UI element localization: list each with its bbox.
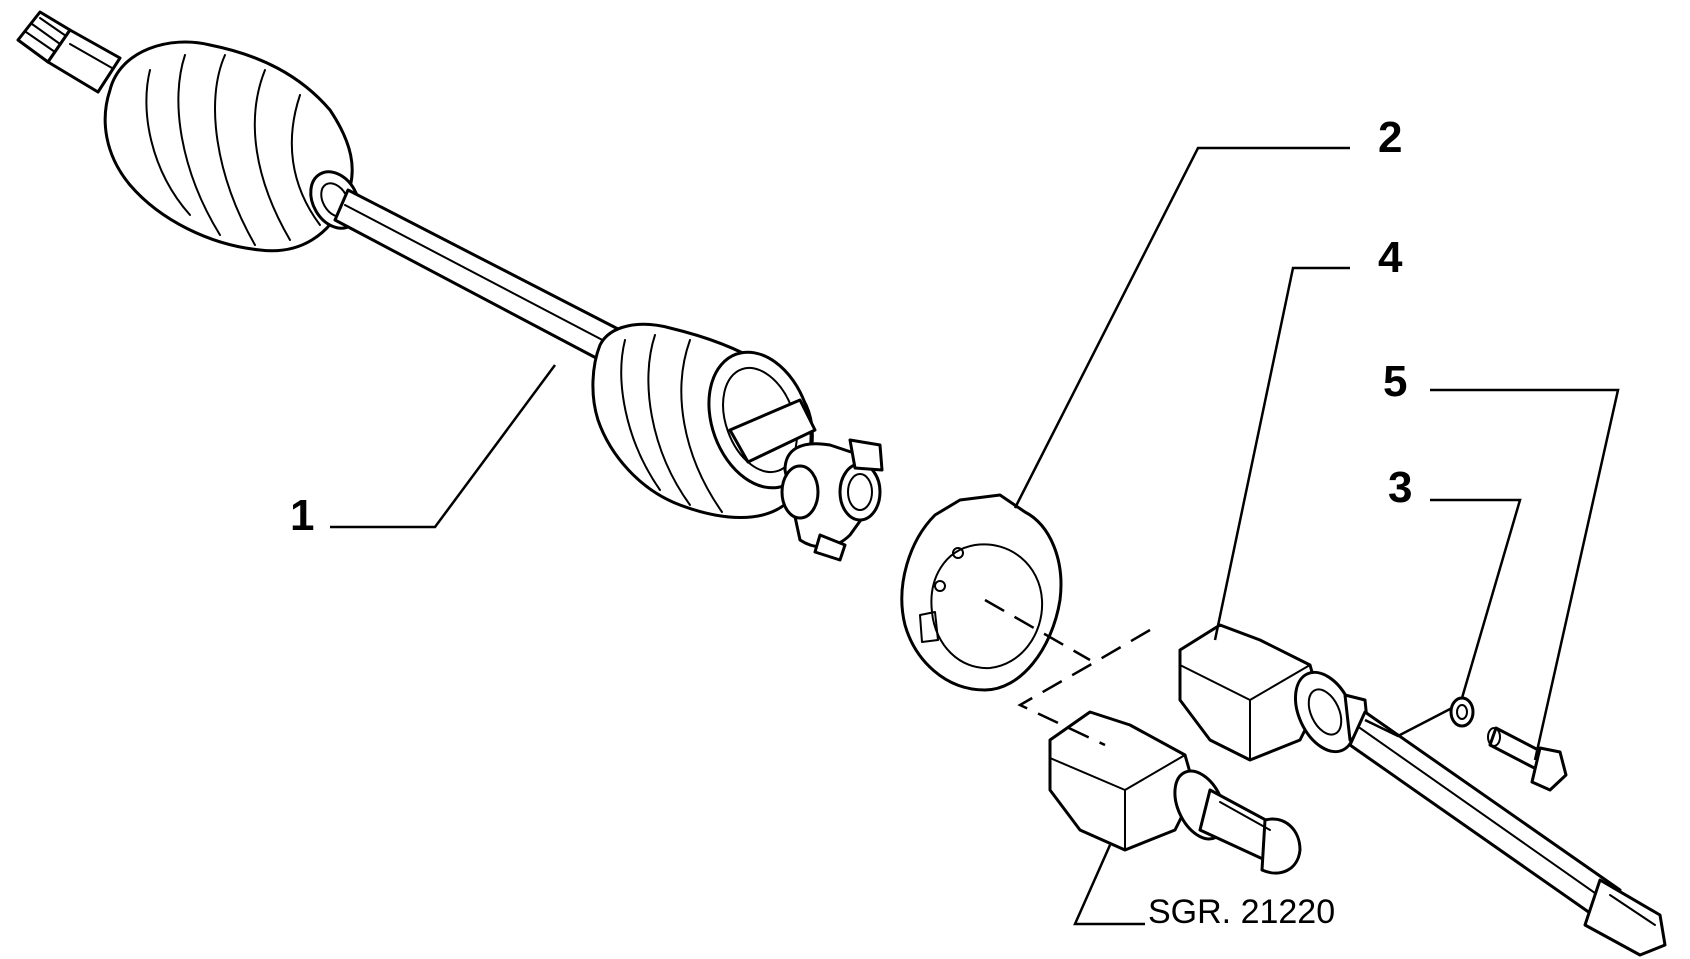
reference-label: SGR. 21220 <box>1148 893 1336 931</box>
callout-4: 4 <box>1378 233 1403 282</box>
callout-1: 1 <box>290 491 315 540</box>
callout-5: 5 <box>1383 357 1408 406</box>
leader-lines <box>330 146 1620 926</box>
clamp-ring <box>900 493 1063 692</box>
splined-stub <box>16 10 122 94</box>
alignment-lines <box>984 598 1151 747</box>
small-ring <box>1449 696 1475 728</box>
callout-2: 2 <box>1378 113 1403 162</box>
inner-cv-boot <box>591 322 884 562</box>
drive-shaft-assembly <box>16 10 884 562</box>
referenced-inner-joint <box>1048 710 1302 875</box>
bolt <box>1487 726 1568 792</box>
shaft-rod <box>333 188 622 362</box>
callout-3: 3 <box>1388 463 1413 512</box>
outer-cv-boot <box>103 40 361 253</box>
inner-joint-shaft <box>1178 623 1667 957</box>
